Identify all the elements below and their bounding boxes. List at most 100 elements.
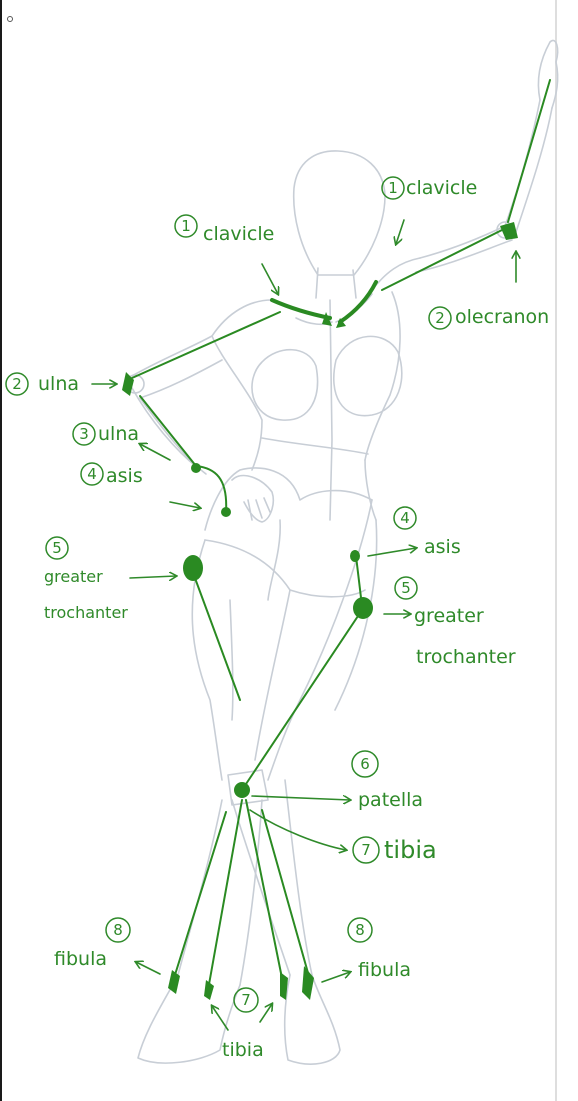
arrow-tibia-lower-left <box>212 1006 229 1031</box>
right-hand <box>537 39 559 109</box>
label-tibia-lower: tibia <box>222 1039 264 1061</box>
underwear-line <box>267 519 282 601</box>
hip-band <box>204 539 366 598</box>
femur-right-line <box>241 609 363 791</box>
fibula-left-marker <box>168 970 180 994</box>
right-forearm <box>504 99 553 239</box>
annotation-arrows <box>91 219 516 1031</box>
label-num-ulna-2: 2 <box>12 375 22 393</box>
label-num-olecranon: 2 <box>435 309 445 327</box>
label-asis-left: asis <box>106 465 143 487</box>
number-circles <box>5 176 452 1013</box>
label-num-asis-left: 4 <box>87 465 97 483</box>
labels: 1 clavicle 1 clavicle 2 olecranon 2 ulna… <box>12 177 549 1061</box>
fibula-right-line <box>261 809 311 981</box>
fibula-right-marker <box>302 966 314 1000</box>
ulna-3-marker <box>191 463 201 473</box>
forearm-left-line <box>139 395 197 467</box>
hand-on-hip <box>231 474 275 523</box>
label-trochanter-right: trochanter <box>416 646 516 668</box>
corner-handle-icon <box>7 16 13 22</box>
upper-arm-left-line <box>131 311 281 379</box>
clavicle-left-line <box>270 298 332 320</box>
label-num-greater-trochanter-right: 5 <box>401 579 411 597</box>
label-patella: patella <box>358 789 423 811</box>
label-num-fibula-left: 8 <box>113 921 123 939</box>
label-greater-right: greater <box>414 605 484 627</box>
label-fibula-left: fibula <box>54 948 107 970</box>
left-upper-arm <box>131 335 223 399</box>
asis-left-marker <box>221 507 231 517</box>
label-num-ulna-3: 3 <box>79 425 89 443</box>
clavicle-notch-left <box>322 312 332 326</box>
arrow-asis-left <box>169 501 200 508</box>
label-clavicle-left: clavicle <box>203 223 274 245</box>
ribcage-line <box>261 437 369 455</box>
label-greater-left: greater <box>44 567 103 586</box>
arrow-tibia-upper <box>249 809 346 850</box>
left-shin <box>177 799 263 986</box>
label-num-asis-right: 4 <box>400 509 410 527</box>
collarbone-sketch <box>295 293 373 326</box>
head-outline <box>292 150 386 276</box>
tibia-left-marker <box>204 980 214 1000</box>
left-thigh <box>191 539 291 781</box>
arrow-clavicle-left <box>261 263 278 294</box>
pelvis-outline <box>204 459 377 531</box>
patella-marker <box>234 782 250 798</box>
label-asis-right: asis <box>424 536 461 558</box>
landmark-lines <box>131 79 551 991</box>
ulna-marker <box>122 372 134 396</box>
clavicle-notch-right <box>336 318 346 328</box>
arrow-tibia-lower-right <box>259 1004 272 1023</box>
right-foot <box>283 974 341 1065</box>
tibia-right-marker <box>280 972 288 1000</box>
breast-right <box>332 335 403 417</box>
label-num-tibia-lower: 7 <box>241 991 251 1009</box>
label-clavicle-right: clavicle <box>406 177 477 199</box>
arrow-patella <box>251 795 350 800</box>
label-num-fibula-right: 8 <box>355 921 365 939</box>
knee-box <box>227 769 269 806</box>
label-ulna-2: ulna <box>38 373 79 395</box>
pelvis-left-line <box>195 465 228 513</box>
tibia-right-line <box>245 799 285 989</box>
asis-right-marker <box>350 550 360 562</box>
femur-left-line <box>191 569 241 701</box>
label-num-clavicle-right: 1 <box>388 179 398 197</box>
label-fibula-right: fibula <box>358 959 411 981</box>
torso-outline <box>211 257 421 471</box>
center-line <box>329 299 333 521</box>
arrow-greater-trochanter-left <box>129 576 176 578</box>
arrow-ulna-3 <box>140 444 171 461</box>
fibula-left-line <box>173 811 227 979</box>
left-foot <box>137 974 241 1064</box>
greater-trochanter-right-marker <box>353 597 373 619</box>
figure-sketch <box>125 39 559 1065</box>
olecranon-marker <box>500 222 518 240</box>
tibia-left-line <box>207 799 243 991</box>
landmark-markers <box>122 222 518 1000</box>
label-ulna-3: ulna <box>98 423 139 445</box>
arrow-clavicle-right <box>396 219 405 244</box>
right-thigh <box>229 499 378 781</box>
label-olecranon: olecranon <box>455 306 549 328</box>
canvas-right-edge <box>555 0 557 1101</box>
arrow-asis-right <box>367 548 416 557</box>
canvas-left-edge <box>0 0 2 1101</box>
greater-trochanter-left-marker <box>183 555 203 581</box>
label-tibia-upper: tibia <box>384 836 437 864</box>
label-num-greater-trochanter-left: 5 <box>52 539 62 557</box>
label-num-patella: 6 <box>360 755 370 773</box>
breast-left <box>251 348 319 421</box>
arrow-fibula-right <box>321 972 350 983</box>
label-trochanter-left: trochanter <box>44 603 128 622</box>
forearm-right-line <box>507 79 551 223</box>
label-num-clavicle-left: 1 <box>181 217 191 235</box>
clavicle-right-line <box>338 280 378 324</box>
label-num-tibia-upper: 7 <box>361 841 371 859</box>
neck <box>315 267 357 299</box>
arrow-fibula-left <box>136 962 161 975</box>
upper-arm-right-line <box>381 229 503 291</box>
